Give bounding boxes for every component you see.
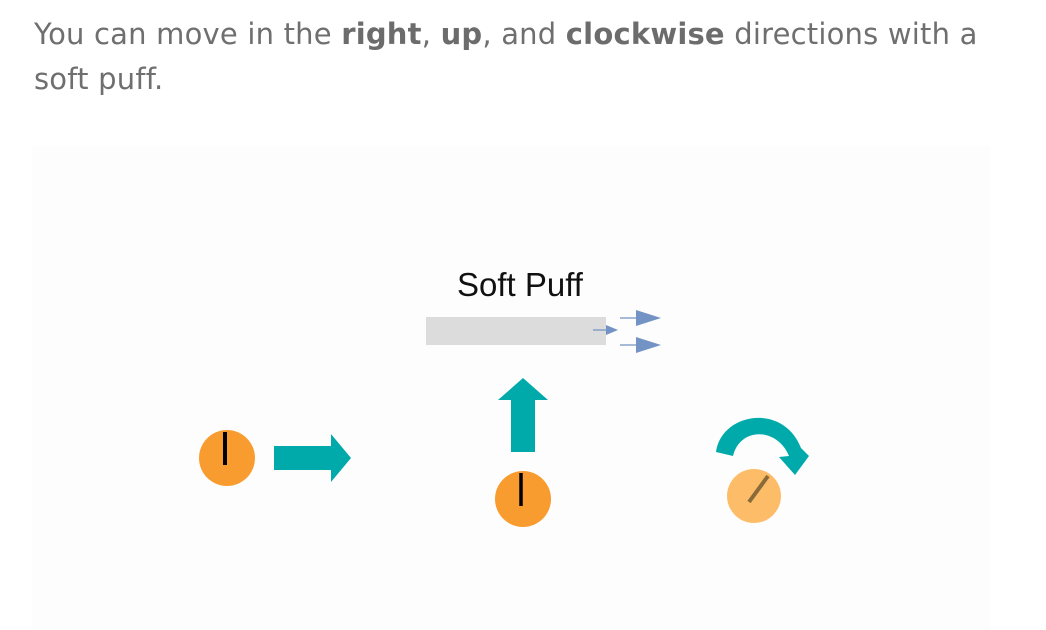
intro-text: You can move in the right, up, and clock… [34, 12, 994, 102]
move-clockwise-group [716, 417, 809, 523]
move-up-group [495, 378, 551, 527]
direction-clockwise-label: clockwise [565, 17, 725, 51]
puffer-bar [426, 317, 606, 345]
diagram-panel [32, 146, 990, 630]
body-circle-icon [495, 471, 551, 527]
intro-separator: , and [482, 17, 566, 51]
puff-arrows-icon [593, 310, 661, 353]
arrow-right-icon [274, 434, 351, 482]
arrow-up-icon [498, 378, 548, 452]
rotate-clockwise-icon [716, 417, 809, 475]
intro-separator: , [421, 17, 441, 51]
intro-text-part: directions with a soft puff. [34, 17, 978, 96]
orientation-line [747, 474, 770, 504]
move-right-group [199, 430, 351, 486]
intro-text-part: You can move in the [34, 17, 342, 51]
diagram-title: Soft Puff [457, 266, 584, 303]
direction-up-label: up [440, 17, 483, 51]
direction-right-label: right [341, 17, 422, 51]
